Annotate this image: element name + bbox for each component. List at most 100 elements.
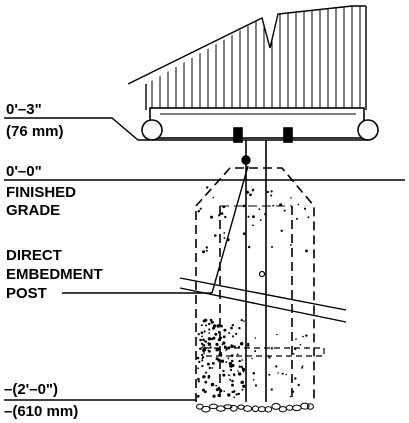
aggregate-dot [223,390,225,393]
aggregate-dot [305,249,308,253]
aggregate-dot [252,224,254,227]
aggregate-dot [196,394,200,398]
top-elevation-metric: (76 mm) [6,123,64,140]
aggregate-dot [221,343,224,346]
aggregate-dot [243,320,245,322]
aggregate-dot [247,215,250,218]
leaders [4,117,347,401]
aggregate-dot [235,332,238,335]
aggregate-dot [219,389,223,393]
aggregate-dot [208,322,211,326]
aggregate-dot [231,390,234,394]
aggregate-dot [292,353,295,355]
aggregate-dot [252,379,255,381]
aggregate-dot [302,335,304,338]
aggregate-dot [203,390,207,394]
aggregate-dot [222,373,226,377]
aggregate-dot [294,377,297,380]
aggregate-dot [230,326,233,330]
post-label-1: DIRECT [6,247,62,264]
aggregate-dot [254,384,258,387]
gravel-stone [300,402,310,410]
aggregate-dot [290,197,292,199]
aggregate-dot [198,360,201,363]
aggregate-dot [205,371,208,374]
aggregate-dot [199,347,202,351]
aggregate-dot [268,373,271,376]
aggregate-dot [224,215,227,219]
aggregate-dot [295,338,297,340]
aggregate-dot [223,237,226,239]
aggregate-dot [197,333,200,336]
aggregate-dot [254,350,257,353]
aggregate-dot [301,365,304,367]
aggregate-dot [215,384,218,387]
aggregate-dot [204,340,207,343]
aggregate-dot [232,373,235,376]
aggregate-dot [241,388,244,391]
aggregate-dot [206,186,209,189]
finished-grade-label-2: GRADE [6,202,60,219]
post-leader-diagonal [211,165,249,294]
aggregate-dot [270,347,273,350]
aggregate-dot [235,393,238,396]
aggregate-dot [294,347,297,351]
aggregate-dot [208,332,211,334]
aggregate-dot [218,386,221,389]
aggregate-dot [197,367,200,370]
aggregate-dot [227,393,231,397]
aggregate-dot [231,383,234,387]
aggregate-dot [222,205,226,209]
aggregate-dot [306,347,308,349]
aggregate-dot [203,330,206,333]
finished-grade-label-1: FINISHED [6,184,76,201]
aggregate-dot [207,342,212,346]
aggregate-dot [208,366,211,370]
aggregate-dot [222,335,226,339]
aggregate-dot [212,394,216,398]
aggregate-dot [212,321,215,323]
aggregate-dot [202,388,205,392]
aggregate-dot [281,372,284,375]
concrete-aggregate [196,186,310,399]
footing-outline [195,167,315,402]
aggregate-dot [214,234,217,237]
aggregate-dot [203,347,206,350]
aggregate-dot [225,361,228,363]
aggregate-dot [266,190,269,194]
aggregate-dot [202,319,206,323]
aggregate-dot [201,364,204,368]
aggregate-dot [209,346,212,349]
aggregate-dot [231,379,234,383]
aggregate-dot [303,207,307,210]
aggregate-dot [238,372,242,376]
aggregate-dot [231,363,235,368]
aggregate-dot [218,330,221,334]
break-line-lower [179,287,347,323]
aggregate-dot [201,335,203,338]
aggregate-dot [231,335,235,338]
gravel-stone [291,404,302,412]
gravel-stone [271,402,281,410]
panel-hatching [151,6,361,110]
aggregate-dot [271,245,273,248]
aggregate-dot [200,342,204,345]
gravel-stone [285,404,294,411]
aggregate-dot [207,337,212,341]
aggregate-dot [209,318,213,322]
rail-left-tube [141,119,163,141]
aggregate-dot [207,362,210,366]
aggregate-dot [296,217,298,220]
aggregate-dot [197,210,200,213]
aggregate-dot [216,324,221,328]
aggregate-dot [200,324,203,327]
aggregate-dot [219,351,222,354]
aggregate-dot [212,362,215,365]
aggregate-dot [240,342,244,346]
aggregate-dot [227,374,230,376]
gravel-stone [264,406,273,413]
panel-profile-line [127,5,366,85]
aggregate-dot [202,375,206,379]
bolt-right [283,127,293,143]
aggregate-dot [214,332,218,336]
